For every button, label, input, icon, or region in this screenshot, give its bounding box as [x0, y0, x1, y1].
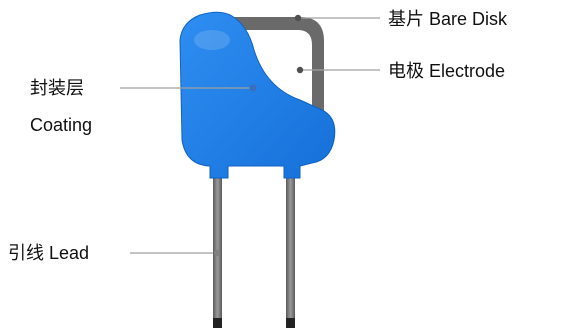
coating-marker — [249, 84, 257, 92]
lead-wires — [213, 178, 295, 328]
electrode-label: 电极 Electrode — [388, 61, 506, 81]
bare-disk-marker — [294, 14, 302, 22]
coating-body — [179, 11, 336, 179]
bare-disk-label: 基片 Bare Disk — [388, 9, 508, 29]
coating-label-en: Coating — [30, 115, 93, 135]
coating-label-cn: 封装层 — [30, 78, 84, 98]
electrode-marker — [296, 66, 304, 74]
lead-label: 引线 Lead — [8, 243, 90, 263]
right-lead — [286, 178, 295, 328]
leader-markers — [213, 14, 304, 257]
leader-lines — [120, 17, 380, 254]
lead-marker — [213, 249, 221, 257]
